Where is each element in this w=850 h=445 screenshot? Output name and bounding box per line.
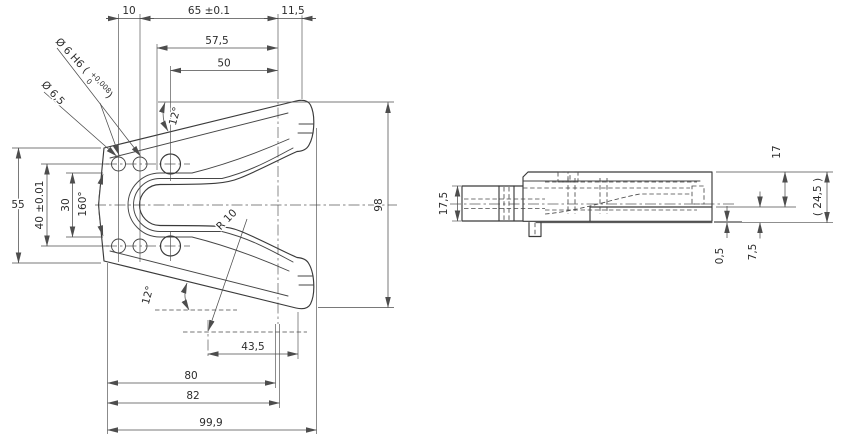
dim-99-9: 99,9	[199, 417, 222, 429]
dim-0-5: 0,5	[714, 248, 726, 265]
side-view: 17,5 17 ( 24,5 ) 0,5 7,5	[437, 144, 833, 266]
front-dimension-labels: 10 65 ±0.1 11,5 57,5 50 55 40 ±0.01 30 1…	[10, 4, 387, 431]
leader-hole-6-5: Ø 6,5	[37, 77, 68, 109]
side-lower-tab	[528, 222, 542, 238]
side-dimension-labels: 17,5 17 ( 24,5 ) 0,5 7,5	[437, 144, 826, 266]
dim-12-top: 12°	[167, 106, 183, 127]
dim-82: 82	[186, 390, 199, 402]
dim-17-5: 17,5	[438, 192, 450, 215]
dim-24-5: ( 24,5 )	[812, 178, 824, 216]
dim-12-bottom: 12°	[140, 285, 156, 306]
clamp-arm-inner-lines	[109, 112, 315, 297]
leader-h6-text: Ø 6 H6 (	[53, 36, 92, 76]
dim-40: 40 ±0.01	[34, 181, 46, 230]
dim-80: 80	[184, 370, 197, 382]
dim-30: 30	[60, 198, 72, 211]
dim-11-5: 11,5	[281, 5, 304, 17]
front-view: 10 65 ±0.1 11,5 57,5 50 55 40 ±0.01 30 1…	[10, 4, 397, 434]
front-extension-lines	[12, 14, 394, 434]
dim-50: 50	[217, 58, 230, 70]
dim-57-5: 57,5	[205, 35, 228, 47]
side-body	[522, 171, 713, 222]
dim-160: 160°	[77, 191, 89, 216]
clamp-arm-outline	[97, 99, 315, 310]
dim-65: 65 ±0.1	[188, 5, 230, 17]
dim-98: 98	[373, 198, 385, 211]
leader-6-5-text: Ø 6,5	[39, 79, 67, 108]
side-shank	[461, 185, 500, 222]
clamp-arm-silhouette	[97, 99, 315, 310]
side-hidden-lines	[464, 171, 705, 215]
side-dimension-lines	[454, 171, 830, 239]
dim-55: 55	[11, 199, 24, 211]
dim-43-5: 43,5	[241, 341, 264, 353]
dim-7-5: 7,5	[747, 244, 759, 261]
side-part-outline	[461, 171, 713, 238]
dim-17: 17	[771, 145, 783, 158]
dim-10: 10	[122, 5, 135, 17]
front-centerlines	[95, 88, 397, 359]
front-dimension-lines	[15, 15, 391, 433]
